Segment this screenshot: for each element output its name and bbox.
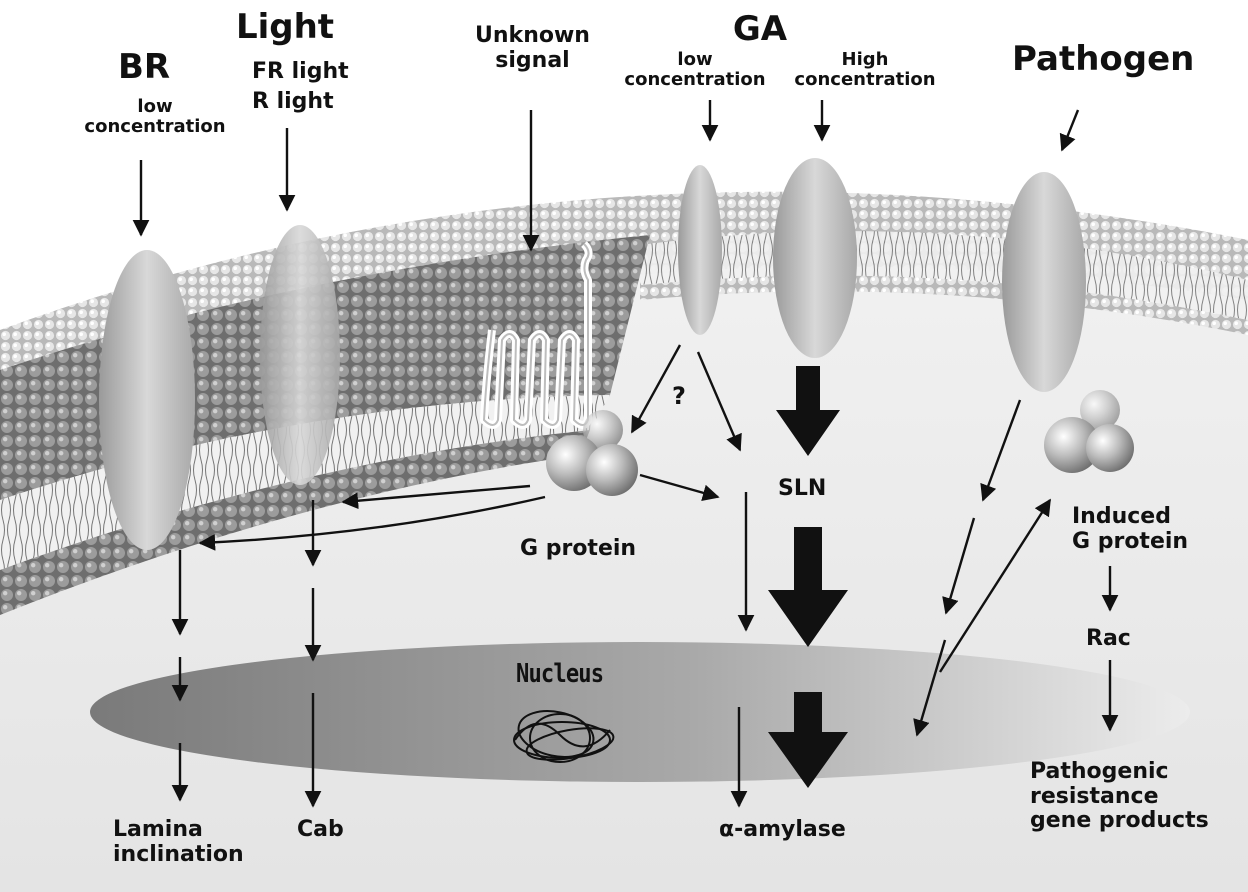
unknown-signal-title: Unknown signal: [455, 24, 610, 73]
light-r: R light: [252, 90, 334, 115]
pathogen-title: Pathogen: [1012, 40, 1194, 78]
br-subtitle: low concentration: [70, 97, 240, 137]
br-title: BR: [108, 48, 180, 86]
pathogenic-resistance-output: Pathogenic resistance gene products: [1030, 760, 1209, 834]
induced-g-protein-label: Induced G protein: [1072, 505, 1188, 554]
ga-high-label: High concentration: [770, 50, 960, 90]
br-receptor-icon: [99, 250, 195, 550]
light-fr: FR light: [252, 60, 349, 85]
nucleus: [90, 642, 1190, 782]
arrow-pathogen-in: [1062, 110, 1078, 150]
alpha-amylase-output: α-amylase: [719, 818, 846, 843]
lamina-inclination-output: Lamina inclination: [113, 818, 244, 867]
g-protein-label: G protein: [520, 537, 636, 562]
ga-low-label: low concentration: [610, 50, 780, 90]
question-mark: ?: [672, 383, 686, 410]
cab-output: Cab: [297, 818, 344, 843]
light-receptor-icon: [260, 225, 340, 485]
light-title: Light: [230, 8, 340, 46]
nucleus-label: Nucleus: [516, 660, 603, 689]
rac-label: Rac: [1086, 627, 1131, 652]
sln-label: SLN: [778, 477, 826, 502]
pathogen-receptor-icon: [1002, 172, 1086, 392]
ga-low-receptor-icon: [678, 165, 722, 335]
ga-title: GA: [725, 10, 795, 48]
ga-high-receptor-icon: [773, 158, 857, 358]
